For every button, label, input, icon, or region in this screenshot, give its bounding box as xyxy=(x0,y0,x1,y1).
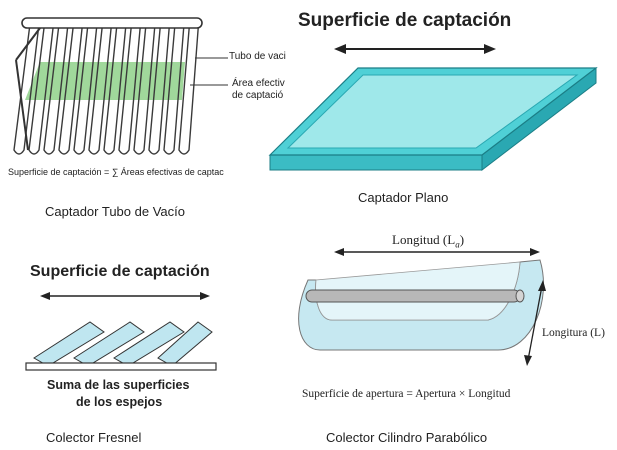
support-leg xyxy=(15,59,29,151)
fresnel-mirrors xyxy=(33,321,213,367)
vacuum-tube xyxy=(133,23,156,155)
width-arrow xyxy=(40,292,210,300)
flat-plate-panel: Superficie de captación Captador Plano xyxy=(260,0,617,230)
length-label-close: ) xyxy=(459,232,465,247)
vacuum-tube-illustration xyxy=(13,17,228,155)
vacuum-tube xyxy=(148,23,171,155)
flat-plate-caption: Captador Plano xyxy=(358,190,449,205)
vacuum-tube-panel: Tubo de vaci Área efectiv de captació Su… xyxy=(0,0,286,230)
fresnel-subtitle-line1: Suma de las superficies xyxy=(47,378,190,392)
aperture-arrow xyxy=(524,280,546,366)
width-arrow xyxy=(334,44,496,54)
parabolic-panel: Longitud (La) Longitura (L) Superficie d… xyxy=(270,230,617,450)
parabolic-side-label: Longitura (L) xyxy=(542,327,605,339)
receiver-tube xyxy=(305,289,521,303)
length-label-sub: a xyxy=(455,239,460,250)
parabolic-illustration xyxy=(298,248,546,366)
vacuum-tube xyxy=(73,23,98,155)
vacuum-tube xyxy=(13,23,40,155)
parabolic-formula: Superficie de apertura = Apertura × Long… xyxy=(302,388,511,400)
vacuum-tube xyxy=(43,23,69,155)
vacuum-tube xyxy=(163,23,185,155)
vacuum-tube xyxy=(88,23,113,155)
length-arrow xyxy=(334,248,540,256)
fresnel-illustration xyxy=(25,292,217,371)
parabolic-caption: Colector Cilindro Parabólico xyxy=(326,430,488,445)
vacuum-tube xyxy=(178,23,200,155)
vacuum-tube xyxy=(118,23,142,155)
fresnel-caption: Colector Fresnel xyxy=(46,430,142,445)
flat-plate-absorber xyxy=(286,74,579,149)
fresnel-title: Superficie de captación xyxy=(30,263,210,280)
vacuum-tube xyxy=(58,23,84,155)
length-label-text: Longitud (L xyxy=(392,232,456,247)
parabolic-length-label: Longitud (La) xyxy=(392,232,464,250)
vacuum-tube xyxy=(28,23,55,155)
vacuum-tube xyxy=(103,23,127,155)
support-leg xyxy=(15,27,41,61)
tube-label: Tubo de vaci xyxy=(229,51,286,62)
receiver-tube-end xyxy=(515,289,525,303)
fresnel-subtitle-line2: de los espejos xyxy=(76,395,163,409)
effective-area-label-line2: de captació xyxy=(232,90,284,101)
vacuum-tubes-outline xyxy=(13,23,200,155)
flat-plate-title: Superficie de captación xyxy=(298,10,512,31)
effective-area-label-line1: Área efectiv xyxy=(232,78,285,89)
effective-area-band xyxy=(25,62,185,100)
flat-plate-illustration xyxy=(268,44,598,172)
fresnel-panel: Superficie de captación Suma de las supe… xyxy=(0,230,270,450)
fresnel-base xyxy=(25,362,217,371)
collector-header-bar xyxy=(21,17,203,29)
vacuum-tube-formula: Superficie de captación = ∑ Áreas efecti… xyxy=(8,167,224,177)
flat-plate-side-front xyxy=(269,154,483,171)
vacuum-tube-caption: Captador Tubo de Vacío xyxy=(45,204,185,219)
